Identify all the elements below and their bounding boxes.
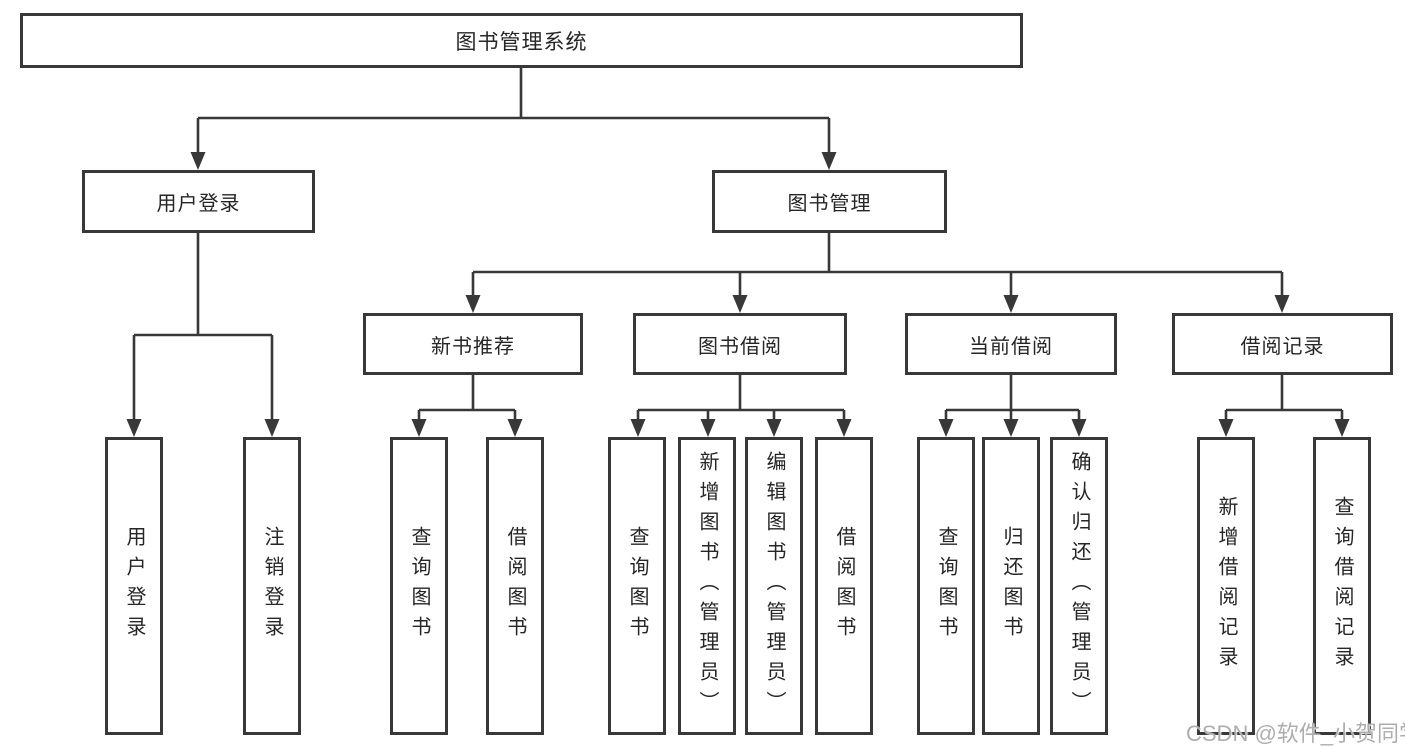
leaf-current-confirm-return-admin-label: 确认归还（管理员） <box>1068 451 1090 721</box>
node-current-borrow-label: 当前借阅 <box>969 335 1053 358</box>
node-borrow-records-label: 借阅记录 <box>1240 335 1325 358</box>
leaf-logout-login-label: 注销登录 <box>261 526 283 646</box>
leaf-user-login-label: 用户登录 <box>123 526 145 646</box>
leaf-borrow-edit-books-admin: 编辑图书（管理员） <box>745 437 803 735</box>
leaf-records-add-record: 新增借阅记录 <box>1197 437 1255 735</box>
leaf-logout-login: 注销登录 <box>243 437 301 735</box>
node-new-book-recommend-label: 新书推荐 <box>431 335 515 358</box>
node-user-login-label: 用户登录 <box>156 193 241 215</box>
leaf-newbook-borrow-books-label: 借阅图书 <box>504 526 526 646</box>
leaf-current-confirm-return-admin: 确认归还（管理员） <box>1050 437 1108 735</box>
leaf-borrow-edit-books-admin-label: 编辑图书（管理员） <box>763 451 785 721</box>
leaf-current-return-books: 归还图书 <box>982 437 1040 735</box>
leaf-records-add-record-label: 新增借阅记录 <box>1215 496 1237 676</box>
leaf-newbook-borrow-books: 借阅图书 <box>486 437 544 735</box>
leaf-newbook-query-books: 查询图书 <box>390 437 448 735</box>
leaf-current-return-books-label: 归还图书 <box>1000 526 1022 646</box>
node-book-management: 图书管理 <box>712 170 947 233</box>
leaf-borrow-query-books: 查询图书 <box>608 437 666 735</box>
node-library-system-label: 图书管理系统 <box>455 30 588 54</box>
node-library-system: 图书管理系统 <box>20 13 1023 68</box>
node-book-borrow-label: 图书借阅 <box>698 335 782 358</box>
csdn-watermark: CSDN @软件_小贺同学 <box>1186 721 1405 746</box>
leaf-records-query-record-label: 查询借阅记录 <box>1331 496 1353 676</box>
leaf-borrow-add-books-admin-label: 新增图书（管理员） <box>696 451 718 721</box>
leaf-user-login: 用户登录 <box>105 437 163 735</box>
node-current-borrow: 当前借阅 <box>905 313 1117 375</box>
leaf-newbook-query-books-label: 查询图书 <box>408 526 430 646</box>
leaf-borrow-query-books-label: 查询图书 <box>626 526 648 646</box>
leaf-current-query-books: 查询图书 <box>917 437 975 735</box>
leaf-records-query-record: 查询借阅记录 <box>1313 437 1371 735</box>
leaf-borrow-add-books-admin: 新增图书（管理员） <box>678 437 736 735</box>
node-new-book-recommend: 新书推荐 <box>363 313 583 375</box>
node-book-management-label: 图书管理 <box>787 193 872 215</box>
leaf-borrow-borrow-books-label: 借阅图书 <box>833 526 855 646</box>
node-book-borrow: 图书借阅 <box>633 313 847 375</box>
leaf-borrow-borrow-books: 借阅图书 <box>815 437 873 735</box>
leaf-current-query-books-label: 查询图书 <box>935 526 957 646</box>
node-user-login: 用户登录 <box>82 170 315 233</box>
node-borrow-records: 借阅记录 <box>1172 313 1393 375</box>
